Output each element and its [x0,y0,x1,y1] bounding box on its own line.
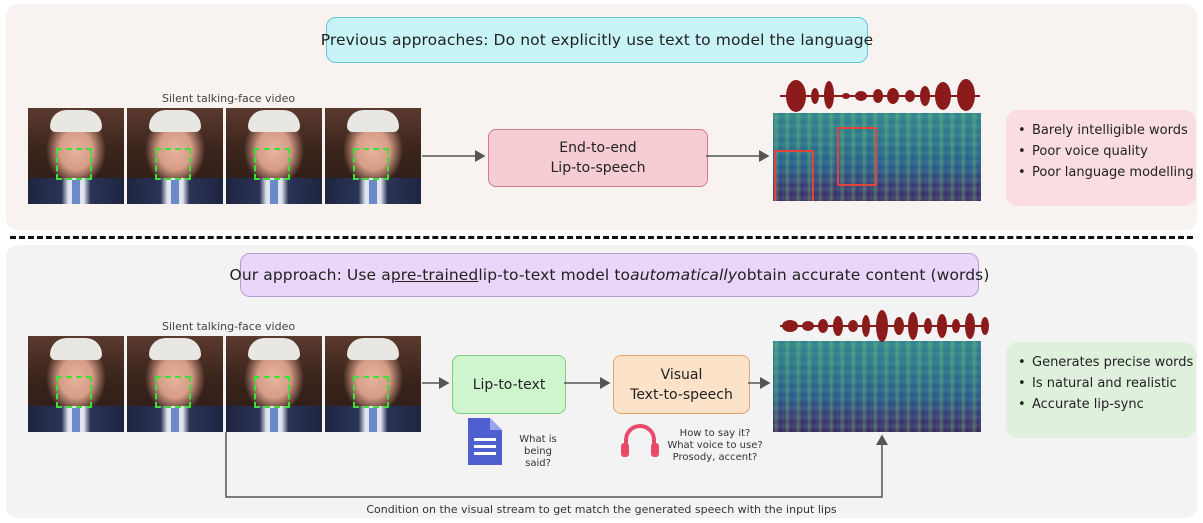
lip-region-box [56,148,92,180]
lip-region-box [353,376,389,408]
our-approach-title: Our approach: Use a pre-trained lip-to-t… [230,253,989,297]
video-frame-3 [226,336,322,432]
e2e-line1: End-to-end [559,140,637,156]
section-divider [10,236,1193,239]
lip-to-text-box: Lip-to-text [452,355,566,414]
lip-region-box [155,148,191,180]
video-frame-4 [325,336,421,432]
lip-region-box [254,148,290,180]
underlined-pretrained: pre-trained [390,266,479,284]
video-frame-2 [127,108,223,204]
visual-text-to-speech-box: Visual Text-to-speech [613,355,750,414]
result-item: •Generates precise words [1018,355,1194,370]
our-results-box: •Generates precise words •Is natural and… [1006,342,1196,438]
conditioning-caption: Condition on the visual stream to get ma… [366,503,837,516]
result-item: •Barely intelligible words [1018,123,1188,138]
video-caption-top: Silent talking-face video [162,92,296,105]
result-item: •Accurate lip-sync [1018,397,1144,412]
spectrogram-top [773,113,981,201]
video-frame-3 [226,108,322,204]
doc-note: What is being said? [519,434,557,469]
previous-approaches-title: Previous approaches: Do not explicitly u… [321,17,873,63]
video-frame-2 [127,336,223,432]
conditioning-arrow [225,432,888,498]
waveform-top [780,79,980,112]
lip-region-box [353,148,389,180]
video-frame-1 [28,336,124,432]
result-item: •Poor voice quality [1018,144,1148,159]
spectrogram-bottom [773,341,981,432]
end-to-end-lip-to-speech-box: End-to-end Lip-to-speech [488,129,708,187]
video-caption-bottom: Silent talking-face video [162,320,296,333]
headphones-icon [621,424,659,457]
result-item: •Is natural and realistic [1018,376,1177,391]
audio-note: How to say it? What voice to use? Prosod… [667,428,763,463]
document-icon [468,418,502,465]
previous-results-box: •Barely intelligible words •Poor voice q… [1006,110,1196,206]
lip-region-box [254,376,290,408]
video-frame-1 [28,108,124,204]
error-highlight-2 [837,127,877,186]
result-item: •Poor language modelling [1018,165,1194,180]
italic-automatically: automatically [630,266,738,284]
video-frame-4 [325,108,421,204]
error-highlight-1 [774,150,814,201]
lip-region-box [155,376,191,408]
e2e-line2: Lip-to-speech [550,160,646,176]
lip-region-box [56,376,92,408]
waveform-bottom [780,310,989,342]
